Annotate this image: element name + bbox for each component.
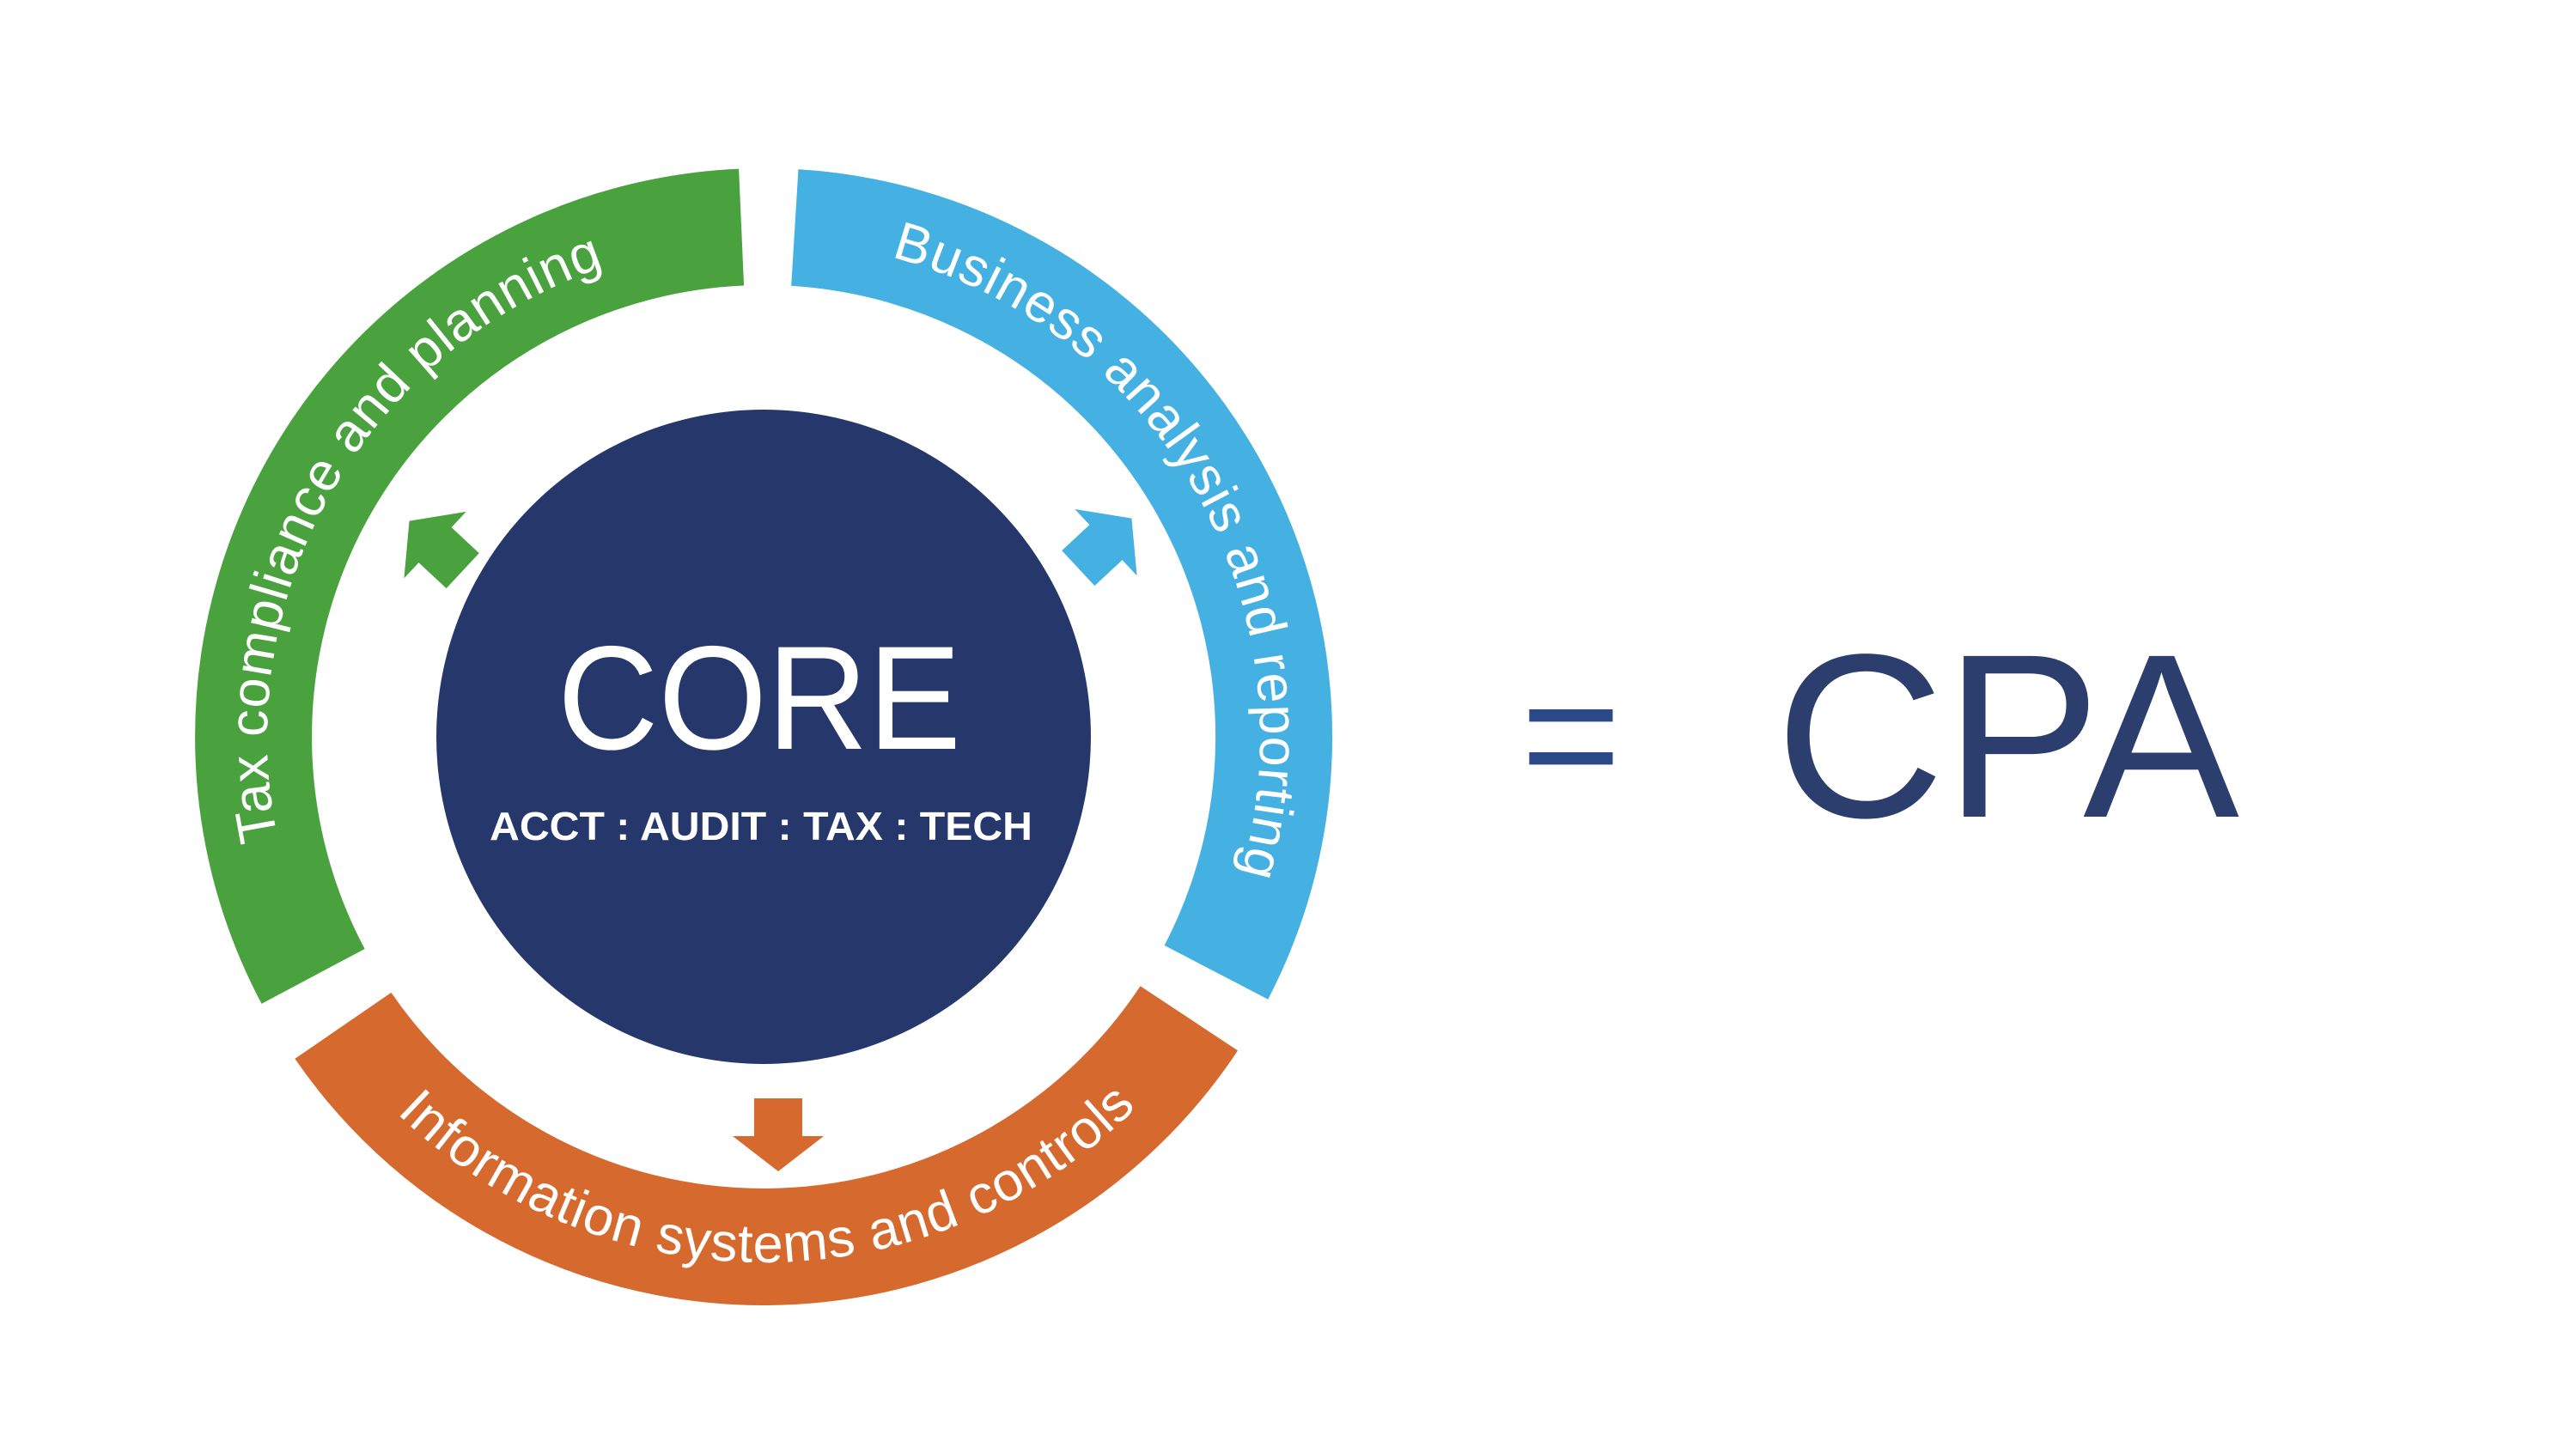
segment-arrows	[404, 508, 1137, 1171]
core-subtitle: ACCT : AUDIT : TAX : TECH	[490, 804, 1032, 848]
tax-arrow-icon	[404, 511, 479, 589]
equation: = CPA	[1521, 605, 2241, 866]
equation-result: CPA	[1775, 605, 2240, 866]
equals-symbol: =	[1521, 639, 1622, 830]
information-arrow-icon	[733, 1098, 824, 1171]
core-hub: CORE ACCT : AUDIT : TAX : TECH	[436, 410, 1091, 1064]
core-title: CORE	[557, 616, 961, 781]
segment-arc-business	[791, 169, 1333, 1000]
business-arrow-icon	[1062, 508, 1137, 587]
core-hub-circle	[436, 410, 1091, 1064]
segment-arc-tax	[195, 168, 745, 1004]
segment-ring	[195, 168, 1333, 1305]
segment-arc-information	[295, 986, 1238, 1305]
